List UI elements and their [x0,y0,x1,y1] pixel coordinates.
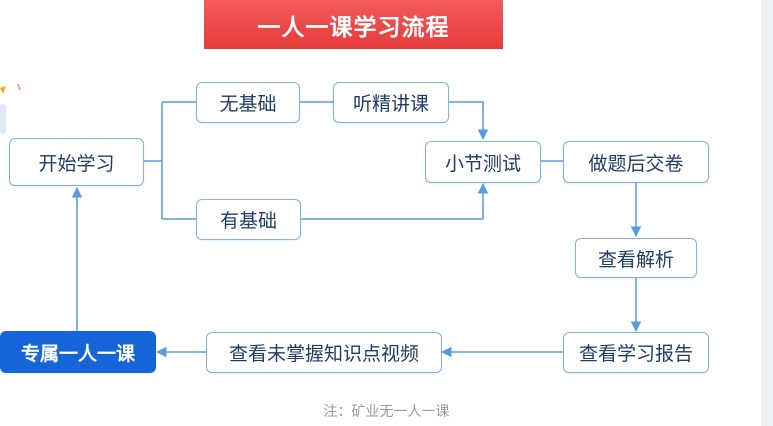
edge-lecture-test [449,101,489,141]
right-edge-strip [761,0,773,426]
node-section-test: 小节测试 [425,141,541,183]
edge-has-base-test [301,182,489,220]
node-no-base: 无基础 [196,82,300,123]
node-has-base: 有基础 [196,199,301,240]
footnote: 注：矿业无一人一课 [323,404,450,420]
node-exclusive-course: 专属一人一课 [0,331,156,373]
diagram-title: 一人一课学习流程 [204,0,503,49]
node-start-learning: 开始学习 [9,138,144,186]
node-submit: 做题后交卷 [563,141,709,183]
node-videos: 查看未掌握知识点视频 [206,332,442,373]
node-report: 查看学习报告 [563,332,709,373]
decorative-sparkle [0,83,21,134]
node-analysis: 查看解析 [575,238,697,278]
node-lecture: 听精讲课 [333,82,449,123]
